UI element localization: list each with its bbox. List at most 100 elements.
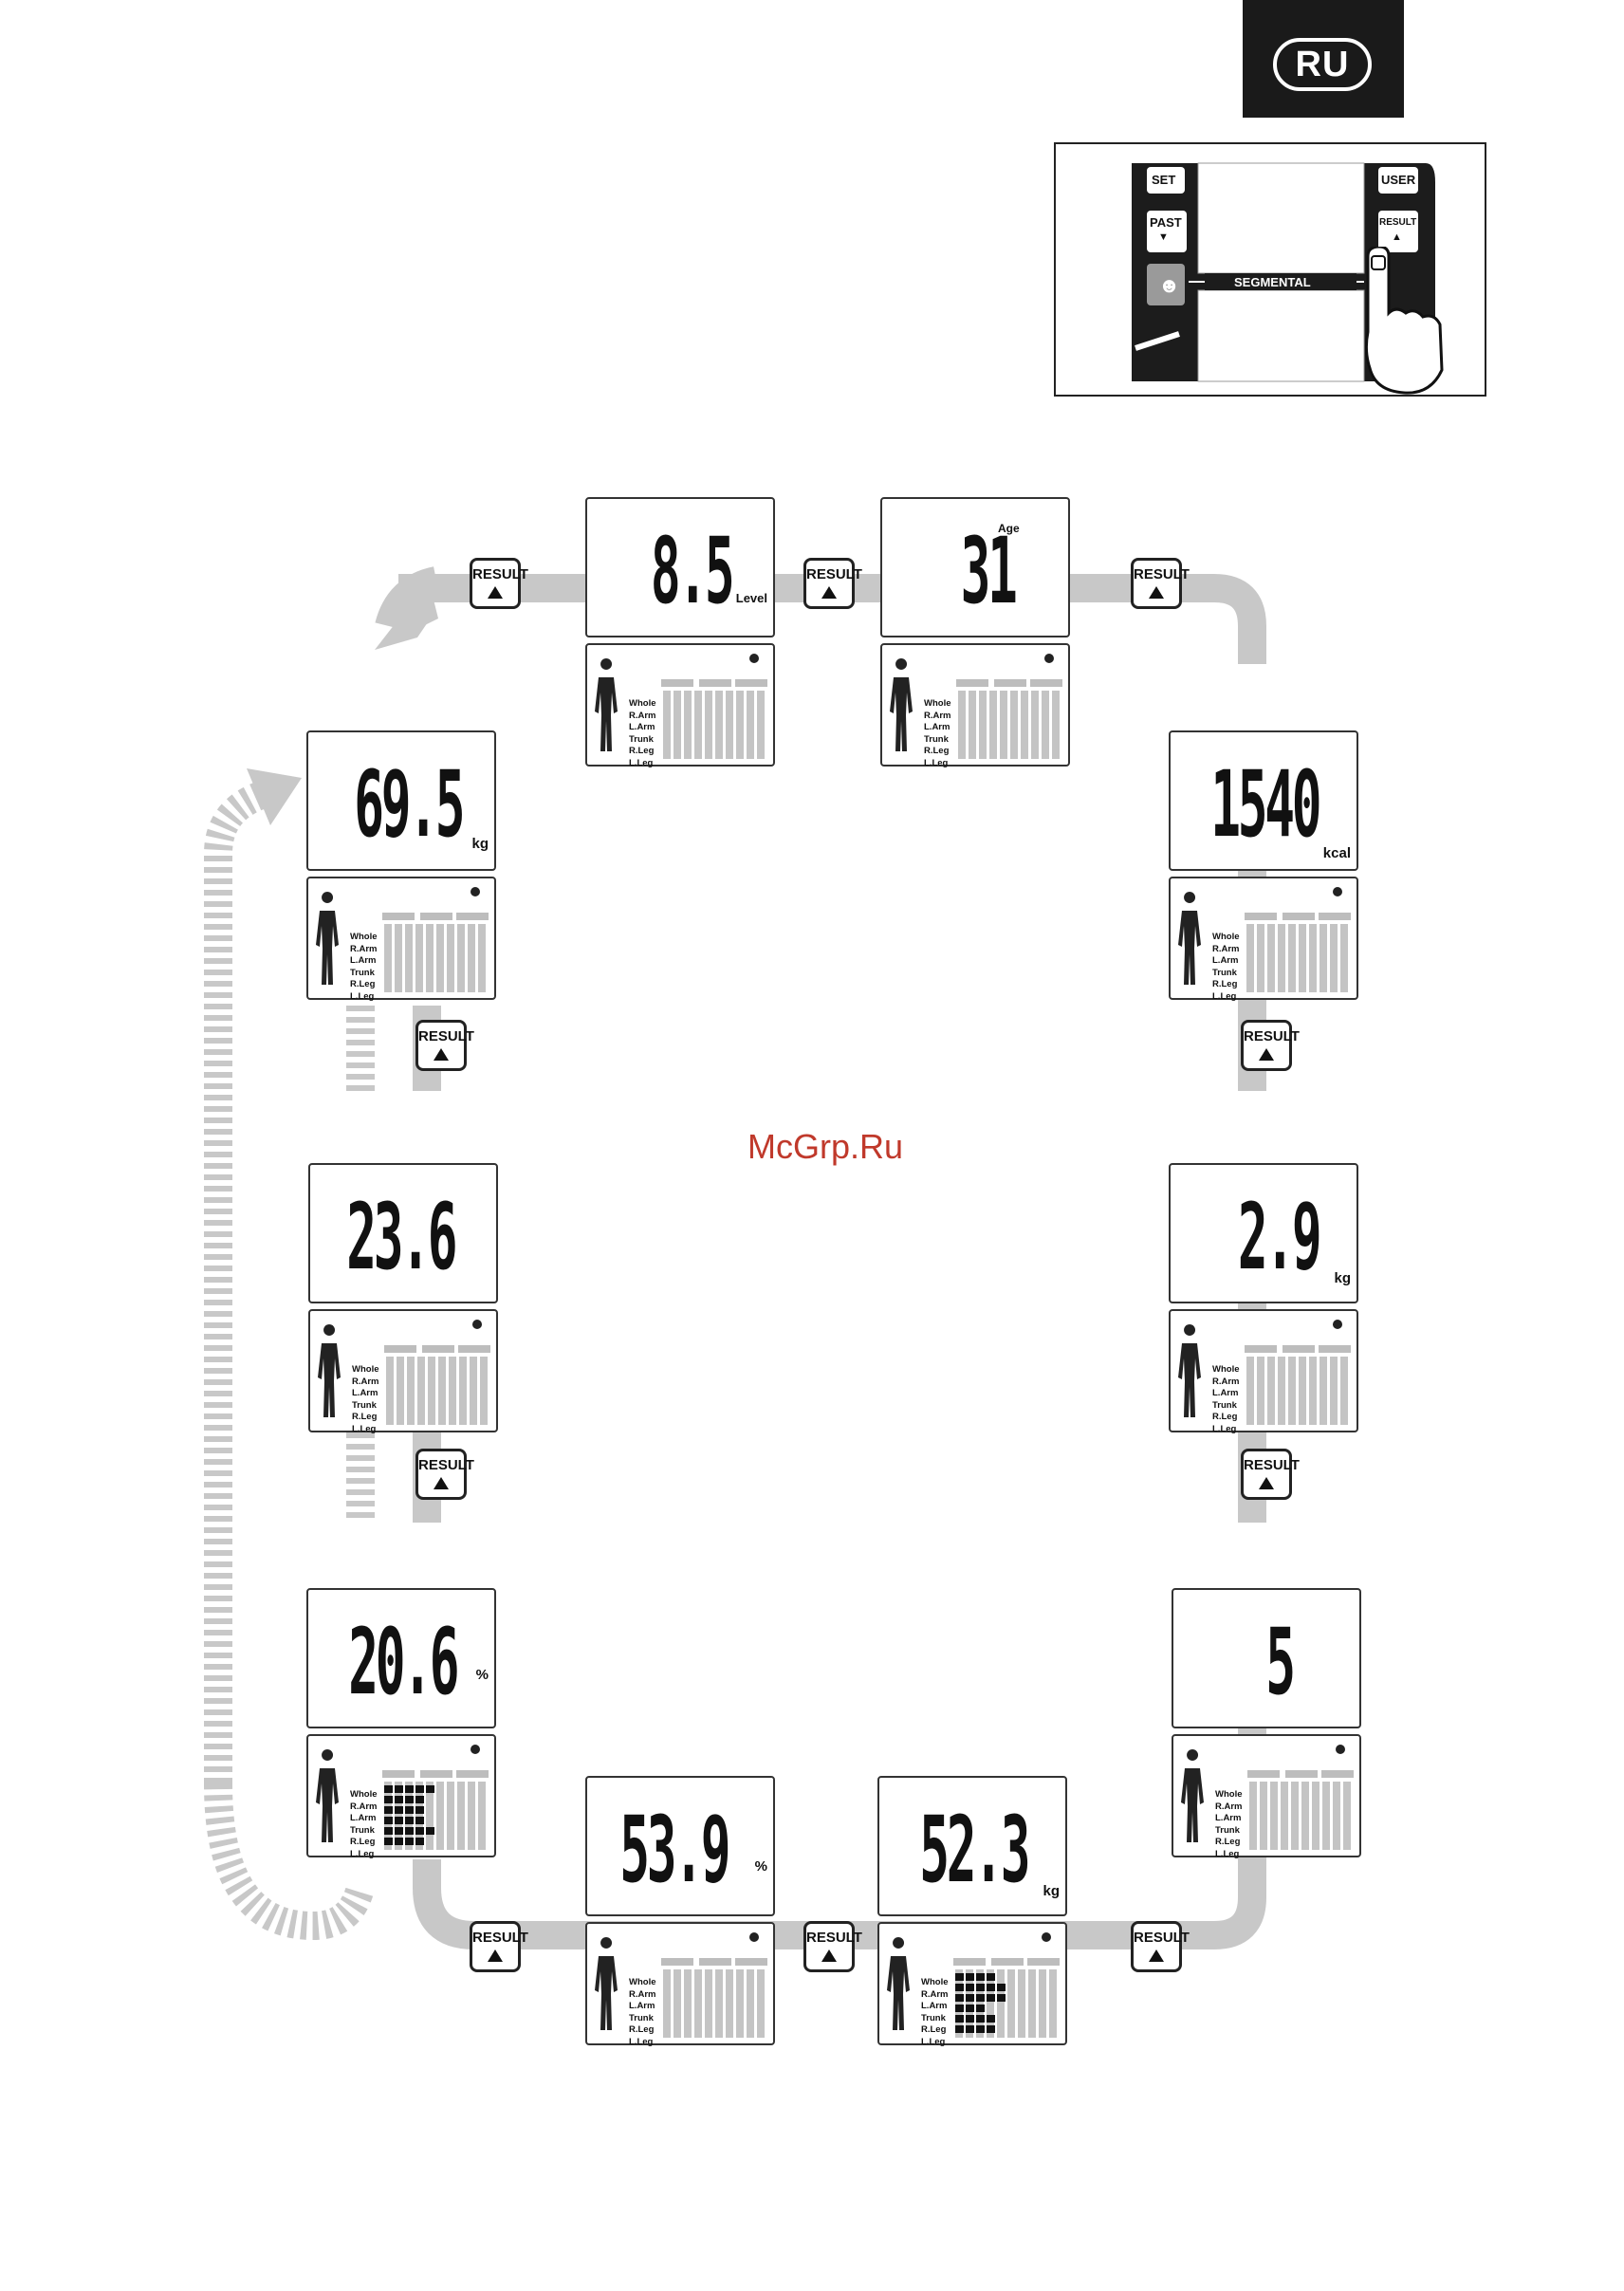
- bar-column: [415, 924, 423, 992]
- bar-header: [661, 679, 693, 687]
- segment-label: Whole: [352, 1364, 379, 1375]
- result-button-4[interactable]: RESULT: [415, 1020, 474, 1071]
- bar-header: [382, 1770, 415, 1778]
- segment-label: Trunk: [1215, 1824, 1240, 1836]
- segment-label: L.Leg: [1215, 1848, 1240, 1859]
- bar-column: [726, 691, 733, 759]
- bar-column: [1246, 924, 1254, 992]
- result-up-arrow-icon: ▲: [1392, 231, 1402, 243]
- result-button-label: RESULT: [1244, 1028, 1300, 1044]
- segment-label: R.Arm: [1215, 1801, 1243, 1812]
- level-bar: [976, 1994, 985, 2002]
- level-bar: [395, 1785, 403, 1793]
- segment-label: Whole: [1215, 1789, 1243, 1800]
- bar-column: [426, 1782, 434, 1850]
- segment-chart: [1178, 1320, 1351, 1425]
- bar-header: [735, 679, 767, 687]
- bar-column: [426, 924, 434, 992]
- level-bar: [384, 1817, 393, 1824]
- bar-column: [1309, 924, 1317, 992]
- level-bar: [426, 1827, 434, 1835]
- bone-mass-display: 2.9 kg: [1169, 1163, 1358, 1303]
- result-button-5[interactable]: RESULT: [1241, 1020, 1300, 1071]
- physique-rating-value: 5: [1265, 1609, 1297, 1715]
- person-silhouette-icon: [1181, 1749, 1204, 1842]
- weight-unit: kg: [471, 836, 489, 852]
- level-bar: [395, 1796, 403, 1803]
- level-bar: [955, 2015, 964, 2023]
- level-bar: [384, 1827, 393, 1835]
- triangle-up-icon: [488, 1949, 503, 1962]
- level-bar: [415, 1817, 424, 1824]
- bar-column: [1257, 924, 1264, 992]
- segment-chart: [887, 1932, 1060, 2038]
- result-button-3[interactable]: RESULT: [1131, 558, 1190, 609]
- triangle-up-icon: [434, 1048, 449, 1061]
- result-button-1[interactable]: RESULT: [470, 558, 528, 609]
- past-button[interactable]: PAST: [1150, 215, 1182, 230]
- level-bar: [997, 1994, 1006, 2002]
- level-bar: [405, 1817, 414, 1824]
- level-bar: [415, 1827, 424, 1835]
- bar-column: [1000, 691, 1007, 759]
- bar-column: [1333, 1782, 1340, 1850]
- user-button[interactable]: USER: [1381, 173, 1416, 187]
- bar-column: [1322, 1782, 1330, 1850]
- bar-column: [1320, 924, 1327, 992]
- segment-chart: [595, 654, 767, 759]
- bar-column: [1270, 1782, 1278, 1850]
- bar-column: [663, 691, 671, 759]
- level-bar: [987, 1984, 995, 1991]
- level-bar: [966, 1984, 974, 1991]
- bar-header: [661, 1958, 693, 1966]
- triangle-up-icon: [434, 1477, 449, 1489]
- bar-column: [447, 924, 454, 992]
- bar-column: [747, 1969, 754, 2038]
- bar-column: [386, 1357, 394, 1425]
- physique-rating-display: 5: [1172, 1588, 1361, 1728]
- level-bar: [966, 2015, 974, 2023]
- result-button-7[interactable]: RESULT: [1241, 1449, 1300, 1500]
- mode-icon: [471, 1745, 480, 1754]
- segment-label: Trunk: [924, 733, 949, 745]
- result-button-2[interactable]: RESULT: [803, 558, 862, 609]
- set-button[interactable]: SET: [1152, 173, 1176, 187]
- bar-column: [468, 924, 475, 992]
- bar-column: [1028, 1969, 1036, 2038]
- bar-column: [384, 1782, 392, 1850]
- segment-label: L.Arm: [629, 722, 655, 732]
- bar-column: [663, 1969, 671, 2038]
- bar-column: [757, 1969, 765, 2038]
- segment-label: Trunk: [1212, 967, 1237, 978]
- result-button-inset[interactable]: RESULT: [1379, 217, 1417, 228]
- level-bar: [395, 1817, 403, 1824]
- bar-column: [1007, 1969, 1015, 2038]
- person-silhouette-icon: [316, 1749, 339, 1842]
- segment-chart: [1181, 1745, 1354, 1850]
- result-button-label: RESULT: [472, 1930, 528, 1946]
- bar-column: [715, 691, 723, 759]
- bar-header: [699, 1958, 731, 1966]
- bar-column: [405, 924, 413, 992]
- mode-icon: [1333, 887, 1342, 896]
- bar-header: [699, 679, 731, 687]
- language-badge-label: RU: [1273, 38, 1372, 91]
- segment-label: L.Arm: [350, 955, 377, 966]
- segmental-person-icon[interactable]: ☻: [1158, 273, 1181, 297]
- result-button-9[interactable]: RESULT: [803, 1921, 862, 1972]
- result-button-8[interactable]: RESULT: [470, 1921, 528, 1972]
- level-bar: [955, 2005, 964, 2012]
- segment-label: R.Leg: [921, 2024, 947, 2035]
- segment-label: R.Leg: [352, 1412, 378, 1422]
- segment-chart: [1178, 887, 1351, 992]
- person-silhouette-icon: [1178, 1324, 1201, 1417]
- result-button-10[interactable]: RESULT: [1131, 1921, 1190, 1972]
- result-button-6[interactable]: RESULT: [415, 1449, 474, 1500]
- bar-column: [1246, 1357, 1254, 1425]
